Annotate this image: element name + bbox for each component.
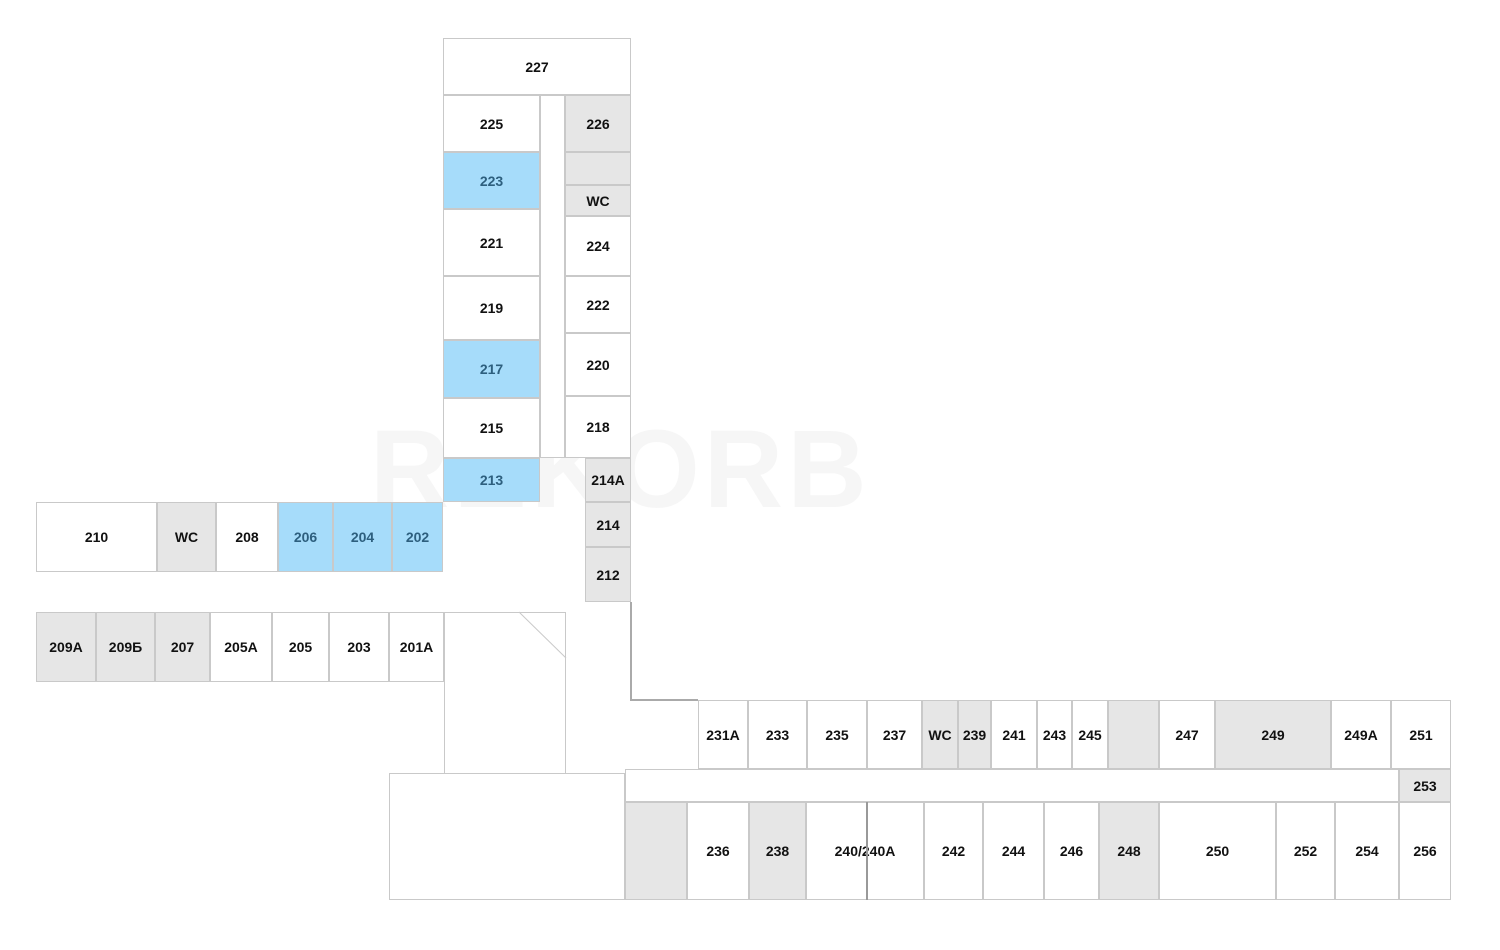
room-213[interactable]: 213 xyxy=(443,458,540,502)
room-247[interactable]: 247 xyxy=(1159,700,1215,769)
room-209b[interactable]: 209Б xyxy=(96,612,155,682)
room-245[interactable]: 245 xyxy=(1072,700,1108,769)
room-241[interactable]: 241 xyxy=(991,700,1037,769)
room-205a[interactable]: 205A xyxy=(210,612,272,682)
room-210[interactable]: 210 xyxy=(36,502,157,572)
room-249a[interactable]: 249A xyxy=(1331,700,1391,769)
room-205[interactable]: 205 xyxy=(272,612,329,682)
room-251[interactable]: 251 xyxy=(1391,700,1451,769)
room-253[interactable]: 253 xyxy=(1399,769,1451,802)
room-250[interactable]: 250 xyxy=(1159,802,1276,900)
room-238[interactable]: 238 xyxy=(749,802,806,900)
room-243[interactable]: 243 xyxy=(1037,700,1072,769)
room-256[interactable]: 256 xyxy=(1399,802,1451,900)
room-244[interactable]: 244 xyxy=(983,802,1044,900)
room-214a[interactable]: 214A xyxy=(585,458,631,502)
room-231a[interactable]: 231A xyxy=(698,700,748,769)
room-209a[interactable]: 209A xyxy=(36,612,96,682)
service-room xyxy=(1108,700,1159,769)
room-246[interactable]: 246 xyxy=(1044,802,1099,900)
room-206[interactable]: 206 xyxy=(278,502,333,572)
room-201a[interactable]: 201A xyxy=(389,612,444,682)
room-207[interactable]: 207 xyxy=(155,612,210,682)
wc-left[interactable]: WC xyxy=(157,502,216,572)
wc-top[interactable]: WC xyxy=(565,185,631,216)
corridor-connector-line xyxy=(630,699,698,701)
room-233[interactable]: 233 xyxy=(748,700,807,769)
room-204[interactable]: 204 xyxy=(333,502,392,572)
room-219[interactable]: 219 xyxy=(443,276,540,340)
room-208[interactable]: 208 xyxy=(216,502,278,572)
room-225[interactable]: 225 xyxy=(443,95,540,152)
room-240-240a[interactable]: 240/240A xyxy=(806,802,924,900)
room-249[interactable]: 249 xyxy=(1215,700,1331,769)
room-223[interactable]: 223 xyxy=(443,152,540,209)
service-room xyxy=(565,152,631,185)
corridor-vertical xyxy=(540,95,565,458)
wc-right[interactable]: WC xyxy=(922,700,958,769)
room-203[interactable]: 203 xyxy=(329,612,389,682)
room-235[interactable]: 235 xyxy=(807,700,867,769)
partition-line xyxy=(866,802,868,900)
room-237[interactable]: 237 xyxy=(867,700,922,769)
hall-block xyxy=(389,773,625,900)
room-254[interactable]: 254 xyxy=(1335,802,1399,900)
room-224[interactable]: 224 xyxy=(565,216,631,276)
room-227[interactable]: 227 xyxy=(443,38,631,95)
room-226[interactable]: 226 xyxy=(565,95,631,152)
corridor-lower-right xyxy=(625,769,1399,802)
room-212[interactable]: 212 xyxy=(585,547,631,602)
room-202[interactable]: 202 xyxy=(392,502,443,572)
room-218[interactable]: 218 xyxy=(565,396,631,458)
room-236[interactable]: 236 xyxy=(687,802,749,900)
service-room xyxy=(625,802,687,900)
room-239[interactable]: 239 xyxy=(958,700,991,769)
room-221[interactable]: 221 xyxy=(443,209,540,276)
corridor-connector-line xyxy=(630,602,632,700)
room-220[interactable]: 220 xyxy=(565,333,631,396)
room-215[interactable]: 215 xyxy=(443,398,540,458)
room-222[interactable]: 222 xyxy=(565,276,631,333)
room-248[interactable]: 248 xyxy=(1099,802,1159,900)
room-217[interactable]: 217 xyxy=(443,340,540,398)
room-252[interactable]: 252 xyxy=(1276,802,1335,900)
room-242[interactable]: 242 xyxy=(924,802,983,900)
room-214[interactable]: 214 xyxy=(585,502,631,547)
